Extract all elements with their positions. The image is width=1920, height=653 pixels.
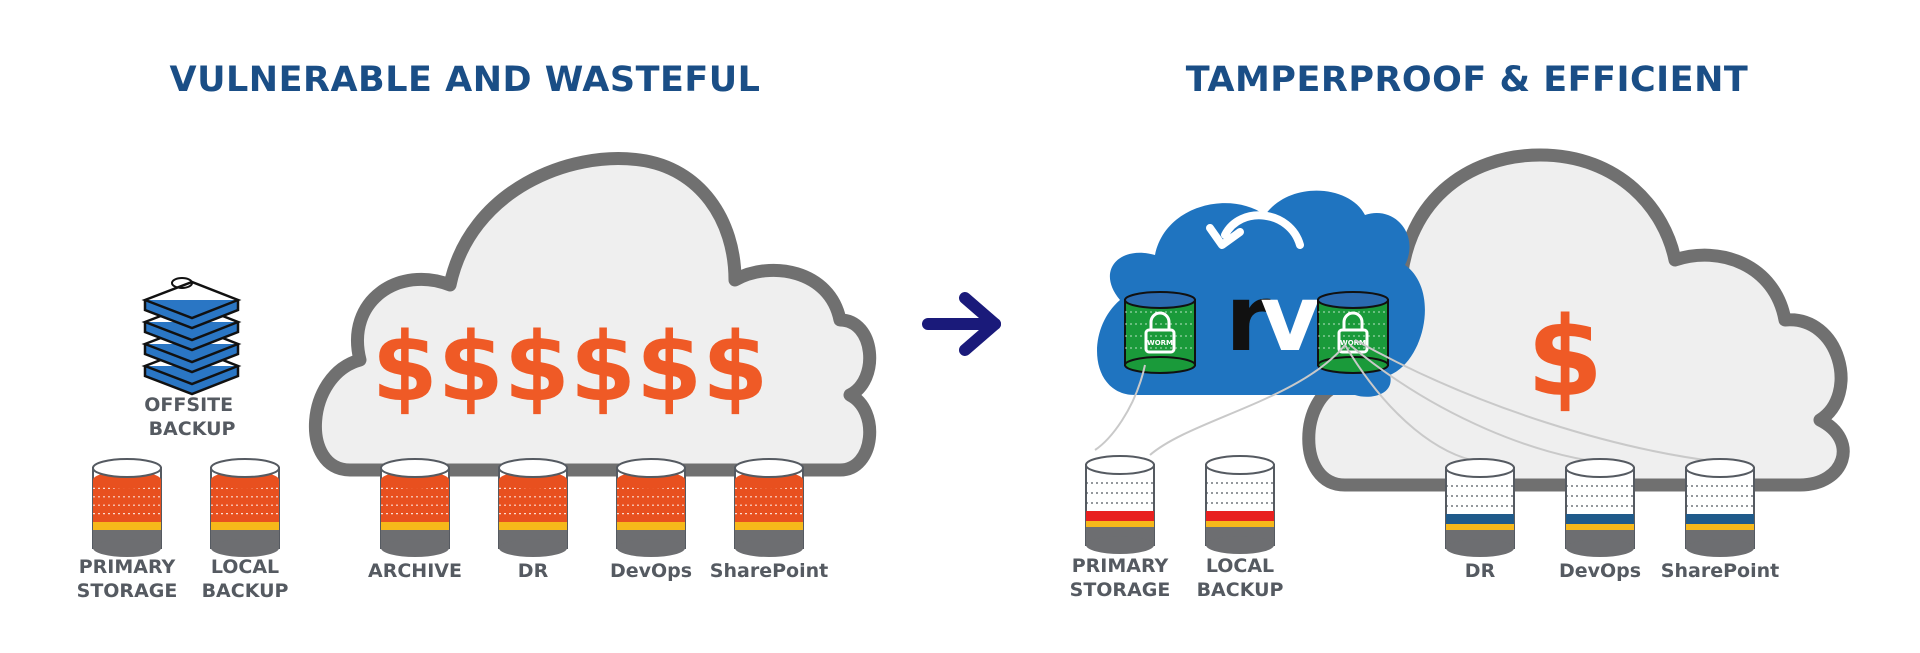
on-prem-drive-icon <box>1085 455 1155 554</box>
cloud-drive-icon <box>380 458 450 557</box>
offsite-backup-label: OFFSITE BACKUP <box>144 394 239 440</box>
cloud-drive-icon <box>616 458 686 557</box>
left-cloud-cost: $$$$$$ <box>372 313 769 423</box>
left-cloud <box>308 152 877 477</box>
cloud-drive-label: DevOps <box>1559 560 1641 582</box>
vendor-logo-text-v: v <box>1260 265 1320 372</box>
cloud-drive-label: DR <box>1465 560 1496 582</box>
cloud-drive-icon <box>1685 458 1755 557</box>
worm-label: WORM <box>1147 339 1173 347</box>
cloud-drive-icon <box>734 458 804 557</box>
cloud-drive-label: SharePoint <box>710 560 828 582</box>
vendor-logo-text: r <box>1225 265 1271 372</box>
worm-drive-icon: WORM <box>1317 291 1389 374</box>
arrow-right-icon <box>922 292 1001 356</box>
connection-lines <box>1094 339 1721 463</box>
worm-label: WORM <box>1340 339 1366 347</box>
right-cloud-cost: $ <box>1527 293 1604 421</box>
vendor-logo: r v <box>1206 211 1320 372</box>
right-title: TAMPERPROOF & EFFICIENT <box>1186 60 1749 100</box>
offsite-backup-icon <box>141 277 242 396</box>
worm-drives: WORM WORM <box>1124 291 1389 374</box>
on-prem-drive-icon <box>1205 455 1275 554</box>
worm-drive-icon: WORM <box>1124 291 1196 374</box>
on-prem-drive-icon <box>92 458 162 557</box>
cloud-drive-label: SharePoint <box>1661 560 1779 582</box>
lock-icon: WORM <box>1337 311 1369 354</box>
cloud-drive-label: ARCHIVE <box>368 560 462 582</box>
cloud-drive-icon <box>498 458 568 557</box>
disc-icon <box>171 277 193 289</box>
cloud-drive-icon <box>1445 458 1515 557</box>
cloud-drive-icon <box>1565 458 1635 557</box>
on-prem-drive-icon <box>210 458 280 557</box>
lock-icon: WORM <box>1144 311 1176 354</box>
left-title: VULNERABLE AND WASTEFUL <box>170 60 761 100</box>
cloud-drive-label: DevOps <box>610 560 692 582</box>
cloud-drive-label: DR <box>518 560 549 582</box>
